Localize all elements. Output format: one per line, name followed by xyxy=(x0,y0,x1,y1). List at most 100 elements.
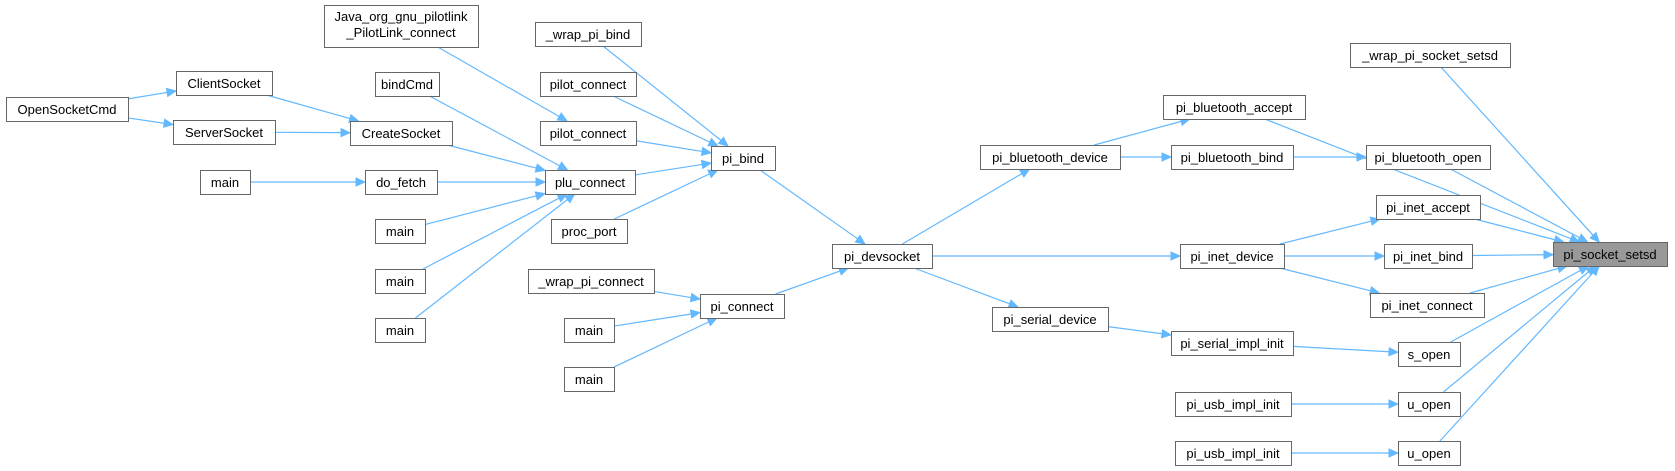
edge-bindCmd-to-plu_connect xyxy=(429,95,569,171)
node-bt_bind[interactable]: pi_bluetooth_bind xyxy=(1171,145,1294,170)
node-OpenSocketCmd[interactable]: OpenSocketCmd xyxy=(6,97,129,122)
edge-wrap_setsd-to-root xyxy=(1440,66,1600,243)
node-box xyxy=(173,120,276,145)
node-box xyxy=(540,72,637,97)
nodes-layer: pi_socket_setsd _wrap_pi_socket_setsd pi_b… xyxy=(6,5,1668,466)
node-label: OpenSocketCmd xyxy=(18,102,117,117)
node-pi_bind[interactable]: pi_bind xyxy=(711,146,776,171)
node-pilot_connect2[interactable]: pilot_connect xyxy=(540,121,637,146)
node-inet_device[interactable]: pi_inet_device xyxy=(1180,244,1285,269)
node-label: _wrap_pi_socket_setsd xyxy=(1361,48,1498,63)
edge-wrap_bind-to-pi_bind xyxy=(602,45,729,147)
node-label: pi_usb_impl_init xyxy=(1186,397,1280,412)
node-inet_accept[interactable]: pi_inet_accept xyxy=(1376,195,1481,220)
node-label: _wrap_pi_connect xyxy=(537,274,644,289)
node-label: pi_socket_setsd xyxy=(1563,247,1656,262)
edge-serial_device-to-serial_init xyxy=(1107,326,1173,339)
node-box xyxy=(545,170,636,195)
node-box xyxy=(375,219,426,244)
node-main_df[interactable]: main xyxy=(200,170,251,195)
edge-CreateSocket-to-plu_connect xyxy=(447,144,547,173)
node-u_open2[interactable]: u_open xyxy=(1398,441,1461,466)
node-bt_device[interactable]: pi_bluetooth_device xyxy=(980,145,1121,170)
node-inet_connect[interactable]: pi_inet_connect xyxy=(1370,293,1485,318)
node-pilot_connect1[interactable]: pilot_connect xyxy=(540,72,637,97)
node-main_p2[interactable]: main xyxy=(375,269,426,294)
node-box xyxy=(564,367,615,392)
node-serial_device[interactable]: pi_serial_device xyxy=(992,307,1109,332)
edge-main_c1-to-pi_connect xyxy=(613,309,702,327)
node-main_c1[interactable]: main xyxy=(564,318,615,343)
node-main_p3[interactable]: main xyxy=(375,318,426,343)
edge-pi_connect-to-devsocket xyxy=(775,266,850,295)
node-usb_init2[interactable]: pi_usb_impl_init xyxy=(1175,441,1292,466)
edge-main_p3-to-plu_connect xyxy=(415,193,576,319)
node-devsocket[interactable]: pi_devsocket xyxy=(832,244,933,269)
edge-devsocket-to-serial_device xyxy=(913,267,1020,309)
node-box xyxy=(200,170,251,195)
edge-main_c2-to-pi_connect xyxy=(613,317,718,368)
node-bt_accept[interactable]: pi_bluetooth_accept xyxy=(1163,95,1306,120)
node-label: CreateSocket xyxy=(362,126,441,141)
node-box xyxy=(980,145,1121,170)
node-label: main xyxy=(575,372,603,387)
node-box xyxy=(1350,43,1511,68)
node-label: ServerSocket xyxy=(185,125,263,140)
edge-bt_device-to-bt_bind xyxy=(1120,152,1173,162)
node-main_p1[interactable]: main xyxy=(375,219,426,244)
node-plu_connect[interactable]: plu_connect xyxy=(545,170,636,195)
edge-bt_accept-to-root xyxy=(1264,118,1581,243)
node-wrap_bind[interactable]: _wrap_pi_bind xyxy=(535,22,642,47)
node-label: Java_org_gnu_pilotlink xyxy=(335,9,468,24)
node-wrap_setsd[interactable]: _wrap_pi_socket_setsd xyxy=(1350,43,1511,68)
node-proc_port[interactable]: proc_port xyxy=(551,219,628,244)
node-pi_connect[interactable]: pi_connect xyxy=(700,294,785,319)
node-box xyxy=(564,318,615,343)
edge-OpenSocketCmd-to-ServerSocket xyxy=(127,117,175,128)
node-label: _wrap_pi_bind xyxy=(545,27,631,42)
node-do_fetch[interactable]: do_fetch xyxy=(365,170,438,195)
node-box xyxy=(992,307,1109,332)
node-inet_bind[interactable]: pi_inet_bind xyxy=(1384,244,1473,269)
node-bt_open[interactable]: pi_bluetooth_open xyxy=(1366,145,1491,170)
node-label: pi_usb_impl_init xyxy=(1186,446,1280,461)
edge-wrap_connect-to-pi_connect xyxy=(653,290,702,303)
node-root[interactable]: pi_socket_setsd xyxy=(1553,242,1668,267)
node-box xyxy=(1376,195,1481,220)
node-serial_init[interactable]: pi_serial_impl_init xyxy=(1171,331,1294,356)
node-box xyxy=(1398,441,1461,466)
node-ClientSocket[interactable]: ClientSocket xyxy=(176,71,273,96)
node-label: pi_devsocket xyxy=(844,249,920,264)
node-box xyxy=(365,170,438,195)
edge-inet_device-to-inet_accept xyxy=(1279,216,1382,245)
node-main_c2[interactable]: main xyxy=(564,367,615,392)
edge-java-to-pilot_connect2 xyxy=(437,46,569,122)
edge-bt_device-to-bt_accept xyxy=(1094,116,1192,146)
node-java[interactable]: Java_org_gnu_pilotlink_PilotLink_connect xyxy=(324,5,479,48)
node-ServerSocket[interactable]: ServerSocket xyxy=(173,120,276,145)
node-label: ClientSocket xyxy=(188,76,261,91)
node-box xyxy=(700,294,785,319)
node-label: pi_inet_connect xyxy=(1381,298,1472,313)
edge-inet_device-to-inet_connect xyxy=(1279,267,1381,296)
node-bindCmd[interactable]: bindCmd xyxy=(375,72,440,97)
node-usb_init1[interactable]: pi_usb_impl_init xyxy=(1175,392,1292,417)
edge-inet_device-to-inet_bind xyxy=(1283,251,1386,261)
node-box xyxy=(350,121,453,146)
node-box xyxy=(528,269,655,294)
node-box xyxy=(832,244,933,269)
edge-usb_init1-to-u_open1 xyxy=(1290,399,1400,409)
node-s_open[interactable]: s_open xyxy=(1398,342,1461,367)
edge-inet_connect-to-root xyxy=(1469,263,1569,294)
node-label: pi_connect xyxy=(711,299,774,314)
node-label: u_open xyxy=(1407,446,1450,461)
node-box xyxy=(1370,293,1485,318)
node-label: main xyxy=(211,175,239,190)
edge-devsocket-to-inet_device xyxy=(931,251,1182,261)
node-label: pi_bluetooth_device xyxy=(992,150,1108,165)
node-CreateSocket[interactable]: CreateSocket xyxy=(350,121,453,146)
node-box xyxy=(1175,441,1292,466)
node-box xyxy=(1163,95,1306,120)
node-u_open1[interactable]: u_open xyxy=(1398,392,1461,417)
node-wrap_connect[interactable]: _wrap_pi_connect xyxy=(528,269,655,294)
